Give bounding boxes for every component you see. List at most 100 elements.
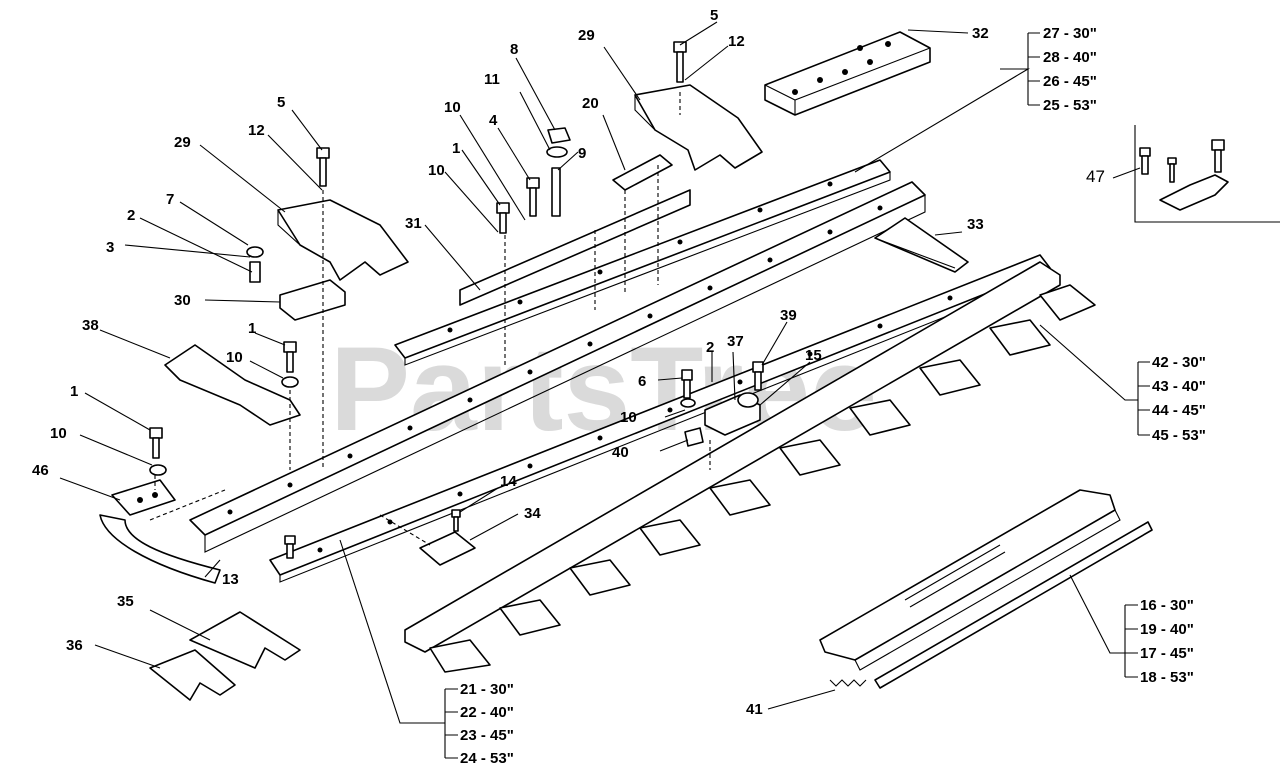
bolt-5-left (316, 147, 330, 187)
callout-9: 9 (578, 145, 586, 162)
alignment-lines (149, 92, 711, 546)
callout-1-low: 1 (70, 383, 78, 400)
bolt-6 (680, 369, 696, 408)
group-sickle-item: 18 - 53" (1140, 669, 1194, 686)
callout-10-top: 10 (444, 99, 461, 116)
bolt-5-right (673, 41, 687, 83)
group-bracket-right (1137, 361, 1150, 436)
callout-37: 37 (727, 333, 744, 350)
callout-14: 14 (500, 473, 517, 490)
bolt-1-b (281, 341, 299, 388)
callout-36: 36 (66, 637, 83, 654)
callout-5-right: 5 (710, 7, 718, 24)
callout-5-left: 5 (277, 94, 285, 111)
callout-1-mid: 1 (248, 320, 256, 337)
bolt-1-c (149, 427, 167, 476)
nut-40 (684, 427, 704, 447)
group-right-item: 44 - 45" (1152, 402, 1206, 419)
group-top-item: 27 - 30" (1043, 25, 1097, 42)
callout-33: 33 (967, 216, 984, 233)
bolt-2-left (246, 246, 264, 283)
group-top-item: 26 - 45" (1043, 73, 1097, 90)
callout-7: 7 (166, 191, 174, 208)
callout-41: 41 (746, 701, 763, 718)
plate-20 (612, 154, 673, 191)
plate-36 (149, 649, 236, 701)
group-bracket-top (1027, 32, 1040, 106)
size-group-bottom: 21 - 30" 22 - 40" 23 - 45" 24 - 53" (460, 681, 514, 767)
group-bottom-item: 21 - 30" (460, 681, 514, 698)
nut-8 (546, 127, 571, 158)
bracket-38 (164, 344, 301, 426)
shoe-46 (99, 479, 221, 584)
callout-2-left: 2 (127, 207, 135, 224)
callout-38: 38 (82, 317, 99, 334)
group-bottom-item: 23 - 45" (460, 727, 514, 744)
callout-20: 20 (582, 95, 599, 112)
bar-31 (394, 159, 891, 366)
callout-8: 8 (510, 41, 518, 58)
group-top-item: 25 - 53" (1043, 97, 1097, 114)
section-33 (874, 217, 969, 273)
callout-11: 11 (484, 71, 500, 88)
size-group-right: 42 - 30" 43 - 40" 44 - 45" 45 - 53" (1152, 354, 1206, 444)
callout-2-center: 2 (706, 339, 714, 356)
leader-lines (59, 21, 1141, 724)
callout-10-low: 10 (50, 425, 67, 442)
bolt-13 (284, 535, 296, 559)
callout-39: 39 (780, 307, 797, 324)
plate-34 (419, 531, 476, 566)
callout-12-left: 12 (248, 122, 265, 139)
bolt-14 (451, 509, 461, 532)
group-sickle-item: 16 - 30" (1140, 597, 1194, 614)
clip-29-right (634, 84, 763, 171)
callout-46: 46 (32, 462, 49, 479)
group-sickle-item: 17 - 45" (1140, 645, 1194, 662)
spring-41 (829, 679, 867, 687)
callout-13: 13 (222, 571, 239, 588)
callout-47: 47 (1086, 167, 1105, 186)
inset-47 (1134, 125, 1280, 223)
callout-15: 15 (805, 347, 822, 364)
group-bottom-item: 22 - 40" (460, 704, 514, 721)
callout-29-right: 29 (578, 27, 595, 44)
plate-32 (764, 31, 931, 116)
sickle-assembly (819, 489, 1153, 689)
spacer-30 (279, 279, 346, 321)
size-group-top: 27 - 30" 28 - 40" 26 - 45" 25 - 53" (1043, 25, 1097, 114)
callout-labels: 32 29 5 12 8 11 20 10 4 9 1 10 31 5 12 2… (32, 7, 1105, 718)
clip-29-left (277, 199, 409, 281)
callout-32: 32 (972, 25, 989, 42)
group-right-item: 45 - 53" (1152, 427, 1206, 444)
stud-9 (551, 167, 561, 217)
group-sickle-item: 19 - 40" (1140, 621, 1194, 638)
callout-10-center: 10 (620, 409, 637, 426)
group-bracket-sickle (1124, 604, 1138, 678)
plate-35 (189, 611, 301, 669)
callout-12-right: 12 (728, 33, 745, 50)
callout-3: 3 (106, 239, 114, 256)
group-right-item: 42 - 30" (1152, 354, 1206, 371)
group-bottom-item: 24 - 53" (460, 750, 514, 767)
group-top-item: 28 - 40" (1043, 49, 1097, 66)
group-bracket-bottom (444, 688, 458, 759)
cutter-bar (189, 181, 926, 553)
head-37 (704, 392, 761, 436)
callout-6: 6 (638, 373, 646, 390)
callout-40: 40 (612, 444, 629, 461)
callout-10-mid: 10 (428, 162, 445, 179)
callout-35: 35 (117, 593, 134, 610)
callout-4: 4 (489, 112, 498, 129)
callout-31: 31 (405, 215, 422, 232)
callout-29-left: 29 (174, 134, 191, 151)
bolt-1-a (496, 202, 510, 234)
bolt-39 (752, 361, 764, 391)
size-group-sickle: 16 - 30" 19 - 40" 17 - 45" 18 - 53" (1140, 597, 1194, 686)
bolt-4 (526, 177, 540, 217)
callout-30: 30 (174, 292, 191, 309)
group-right-item: 43 - 40" (1152, 378, 1206, 395)
callout-10-left: 10 (226, 349, 243, 366)
callout-1-top: 1 (452, 140, 460, 157)
knife-guards (404, 261, 1096, 673)
